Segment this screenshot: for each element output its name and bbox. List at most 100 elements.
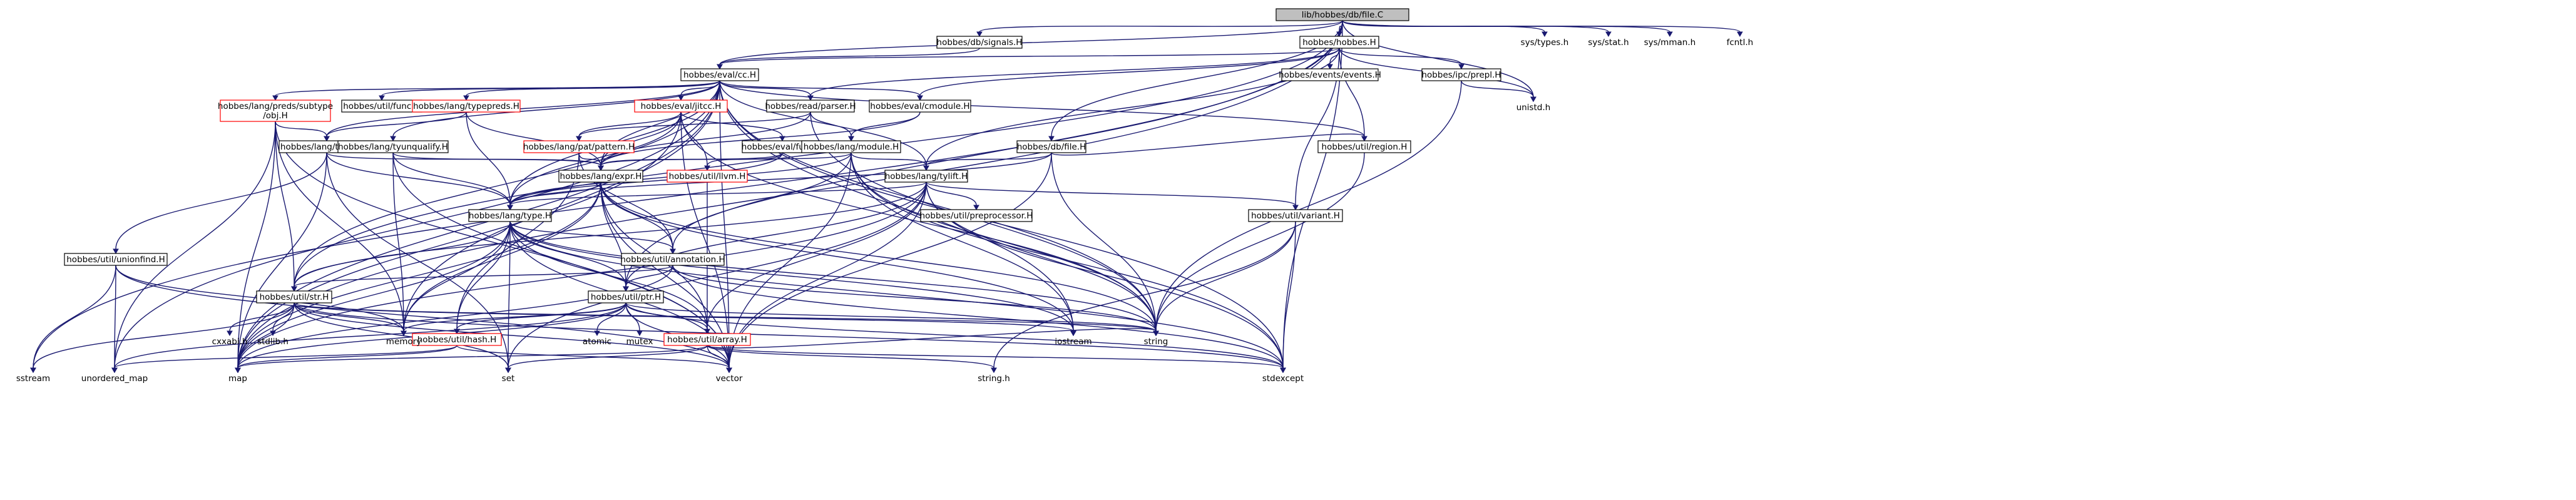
- edge-evalcc-to-memory: [403, 80, 720, 332]
- node-signals[interactable]: hobbes/db/signals.H: [936, 36, 1023, 49]
- arrowhead-root-to-signals: [976, 31, 983, 38]
- node-label-utilptr: hobbes/util/ptr.H: [591, 292, 661, 302]
- node-dbfile[interactable]: hobbes/db/file.H: [1016, 140, 1086, 153]
- node-utilstr[interactable]: hobbes/util/str.H: [256, 290, 332, 304]
- node-langtype[interactable]: hobbes/lang/type.H: [468, 209, 552, 222]
- node-ipcprepl[interactable]: hobbes/ipc/prepl.H: [1421, 68, 1501, 81]
- node-annotation[interactable]: hobbes/util/annotation.H: [620, 253, 725, 266]
- edge-tylift-to-set: [508, 181, 927, 369]
- edge-utilstr-to-stdexcept: [294, 302, 1284, 369]
- node-mutex[interactable]: mutex: [626, 337, 653, 347]
- node-label-set: set: [502, 374, 515, 384]
- arrowhead-langmodule-to-langexpr: [598, 165, 604, 171]
- edge-langexpr-to-memory: [403, 181, 601, 332]
- edge-subtype-to-typeinf: [275, 121, 327, 137]
- node-stringh[interactable]: string.h: [978, 374, 1010, 384]
- arrowhead-evalfunc-to-utilllvm: [704, 165, 710, 171]
- node-utilregion[interactable]: hobbes/util/region.H: [1317, 140, 1411, 153]
- node-langexpr[interactable]: hobbes/lang/expr.H: [558, 170, 643, 183]
- edge-langmodule-to-iostream: [851, 152, 1074, 332]
- node-jitcc[interactable]: hobbes/eval/jitcc.H: [634, 99, 728, 113]
- arrowhead-hobbes-to-eventsH: [1327, 64, 1333, 70]
- node-utilllvm[interactable]: hobbes/util/llvm.H: [667, 170, 748, 183]
- node-unistd[interactable]: unistd.h: [1516, 103, 1551, 113]
- node-systypes[interactable]: sys/types.h: [1521, 38, 1569, 48]
- edge-readparser-to-patmatch: [578, 111, 811, 137]
- node-label-tyunqualify: hobbes/lang/tyunqualify.H: [338, 142, 448, 152]
- edge-evalcc-to-tylift: [719, 80, 927, 166]
- node-sysstat[interactable]: sys/stat.h: [1588, 38, 1628, 48]
- node-label-stringh: string.h: [978, 374, 1010, 384]
- node-label-utilarray: hobbes/util/array.H: [667, 335, 747, 345]
- node-langmodule[interactable]: hobbes/lang/module.H: [801, 140, 901, 153]
- edge-jitcc-to-evalfunc: [680, 111, 783, 137]
- node-set[interactable]: set: [502, 374, 515, 384]
- node-variant[interactable]: hobbes/util/variant.H: [1248, 209, 1343, 222]
- node-fcntl[interactable]: fcntl.h: [1727, 38, 1754, 48]
- node-utilfunc[interactable]: hobbes/util/func.H: [341, 99, 422, 113]
- node-hobbes[interactable]: hobbes/hobbes.H: [1299, 36, 1379, 49]
- edge-hobbes-to-cmodule: [919, 48, 1340, 96]
- node-label-annotation: hobbes/util/annotation.H: [620, 255, 725, 265]
- edge-typepreds-to-typeinf: [326, 111, 467, 137]
- node-cxxabi[interactable]: cxxabi.h: [212, 337, 248, 347]
- edge-evalcc-to-tyunqualify: [392, 80, 720, 137]
- node-evalcc[interactable]: hobbes/eval/cc.H: [680, 68, 759, 81]
- edge-dbfile-to-string: [1051, 152, 1157, 332]
- node-label-utilllvm: hobbes/util/llvm.H: [669, 171, 746, 181]
- node-utilptr[interactable]: hobbes/util/ptr.H: [588, 290, 664, 304]
- node-label-langtype: hobbes/lang/type.H: [469, 211, 551, 221]
- arrowhead-utilptr-to-utilarray: [704, 329, 710, 335]
- node-box-utilptr: [588, 290, 664, 304]
- node-label-string: string: [1144, 337, 1168, 347]
- edge-typeinf-to-map: [237, 152, 327, 369]
- node-box-patmatch: [523, 140, 635, 153]
- node-typepreds[interactable]: hobbes/lang/typepreds.H: [412, 99, 521, 113]
- arrowhead-langtype-to-annotation: [670, 248, 676, 255]
- arrowhead-readparser-to-patmatch: [576, 136, 582, 142]
- node-stdexcept[interactable]: stdexcept: [1262, 374, 1304, 384]
- node-subtype[interactable]: hobbes/lang/preds/subtype/obj.H: [218, 99, 333, 122]
- node-tylift[interactable]: hobbes/lang/tylift.H: [884, 170, 968, 183]
- node-utilarray[interactable]: hobbes/util/array.H: [663, 333, 751, 346]
- node-stdlib[interactable]: stdlib.h: [257, 337, 289, 347]
- edge-typeinf-to-unionfind: [115, 152, 327, 250]
- node-label-variant: hobbes/util/variant.H: [1251, 211, 1340, 221]
- node-cmodule[interactable]: hobbes/eval/cmodule.H: [869, 99, 971, 113]
- edge-utilstr-to-set: [294, 302, 509, 369]
- node-label-readparser: hobbes/read/parser.H: [765, 101, 856, 111]
- node-box-signals: [936, 36, 1023, 49]
- node-label-typepreds: hobbes/lang/typepreds.H: [413, 101, 519, 111]
- arrowhead-evalcc-to-typepreds: [463, 95, 469, 101]
- node-iostream[interactable]: iostream: [1055, 337, 1091, 347]
- edge-annotation-to-stdexcept: [672, 265, 1284, 369]
- node-eventsH[interactable]: hobbes/events/events.H: [1279, 68, 1381, 81]
- node-readparser[interactable]: hobbes/read/parser.H: [765, 99, 856, 113]
- node-preprocessor[interactable]: hobbes/util/preprocessor.H: [920, 209, 1033, 222]
- arrowhead-root-to-dbfile: [1048, 136, 1055, 142]
- node-label-utilhash: hobbes/util/hash.H: [417, 335, 497, 345]
- edge-root-to-fcntl: [1342, 20, 1740, 33]
- node-sysmman[interactable]: sys/mman.h: [1644, 38, 1696, 48]
- node-tyunqualify[interactable]: hobbes/lang/tyunqualify.H: [337, 140, 449, 153]
- node-map[interactable]: map: [228, 374, 247, 384]
- edge-utilarray-to-stringh: [707, 345, 994, 369]
- arrowhead-ipcprepl-to-unistd: [1530, 96, 1536, 103]
- node-unordered_map[interactable]: unordered_map: [81, 374, 148, 384]
- node-sstream[interactable]: sstream: [16, 374, 50, 384]
- node-memory[interactable]: memory: [386, 337, 421, 347]
- edge-utilptr-to-memory: [403, 302, 626, 332]
- node-root[interactable]: lib/hobbes/db/file.C: [1275, 8, 1409, 21]
- node-vector[interactable]: vector: [716, 374, 743, 384]
- node-label-dbfile: hobbes/db/file.H: [1017, 142, 1086, 152]
- node-atomic[interactable]: atomic: [583, 337, 611, 347]
- node-box-root: [1275, 8, 1409, 21]
- node-utilhash[interactable]: hobbes/util/hash.H: [412, 333, 502, 346]
- edge-cmodule-to-langmodule: [851, 111, 921, 137]
- node-unionfind[interactable]: hobbes/util/unionfind.H: [64, 253, 168, 266]
- node-label-langexpr: hobbes/lang/expr.H: [560, 171, 642, 181]
- edge-jitcc-to-vector: [680, 111, 730, 369]
- node-patmatch[interactable]: hobbes/lang/pat/pattern.H: [523, 140, 635, 153]
- node-string[interactable]: string: [1144, 337, 1168, 347]
- node-label-utilstr: hobbes/util/str.H: [260, 292, 329, 302]
